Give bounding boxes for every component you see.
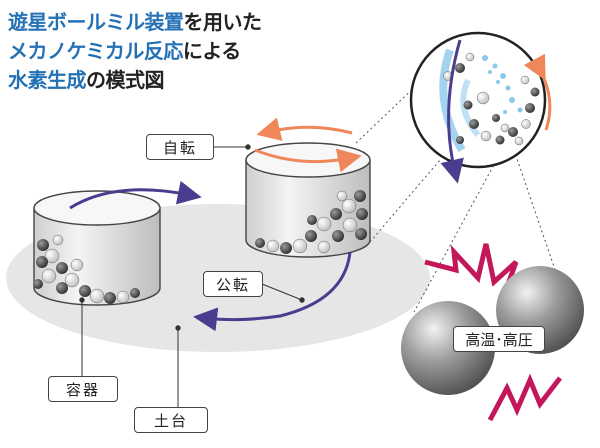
revolution-arrows — [69, 180, 352, 332]
label-base: 土台 — [134, 407, 208, 433]
impact-bursts — [424, 243, 562, 422]
zoom-lines — [355, 81, 575, 326]
title-line-3: 水素生成の模式図 — [8, 68, 165, 92]
label-container: 容器 — [48, 376, 118, 402]
leader-lines — [79, 144, 305, 411]
diagram-title: 遊星ボールミル装置を用いた メカノケミカル反応による 水素生成の模式図 — [8, 8, 262, 95]
hydrogen-dots — [482, 55, 523, 114]
label-rotation: 自転 — [146, 134, 214, 160]
balls-right — [255, 190, 368, 254]
label-high-temp-pressure: 高温･高圧 — [453, 326, 545, 352]
label-revolution: 公転 — [203, 271, 263, 297]
rotation-arrows — [254, 117, 362, 173]
title-line-1: 遊星ボールミル装置を用いた — [8, 10, 262, 34]
magnified-view — [409, 31, 552, 184]
container-left — [33, 190, 161, 306]
title-line-2: メカノケミカル反応による — [8, 39, 241, 63]
balls-left — [33, 234, 140, 304]
